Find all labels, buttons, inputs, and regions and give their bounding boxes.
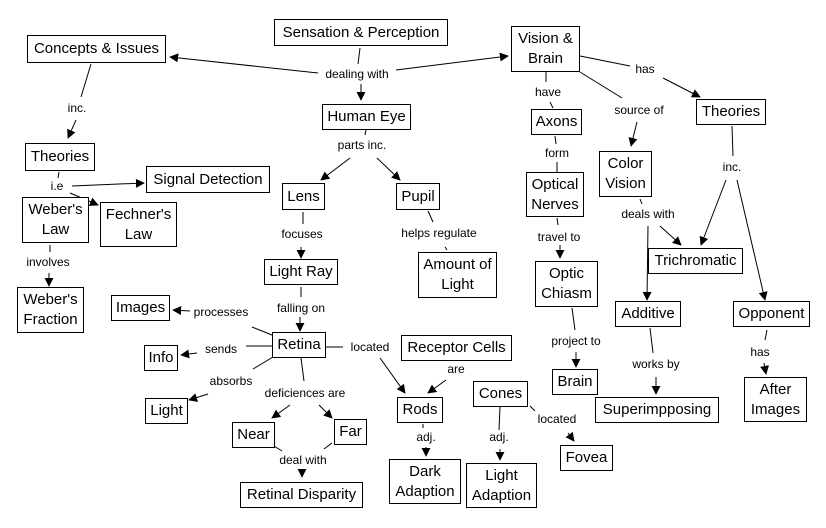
node-fovea[interactable]: Fovea	[560, 445, 613, 471]
node-vision-brain[interactable]: Vision & Brain	[511, 26, 580, 72]
node-near[interactable]: Near	[232, 422, 275, 448]
node-retina[interactable]: Retina	[272, 332, 326, 358]
link-source-of: source of	[612, 103, 666, 117]
node-rods[interactable]: Rods	[397, 397, 443, 423]
link-form: form	[543, 146, 571, 160]
link-sends: sends	[202, 342, 240, 356]
node-signal-detection[interactable]: Signal Detection	[146, 166, 270, 193]
link-have: have	[532, 85, 564, 99]
link-ie: i.e	[48, 179, 66, 193]
node-light-ray[interactable]: Light Ray	[264, 259, 338, 285]
link-deficiences-are: deficiences are	[262, 386, 348, 400]
node-lens[interactable]: Lens	[282, 183, 325, 210]
node-superimposing[interactable]: Superimpposing	[595, 397, 719, 423]
link-inc-right: inc.	[720, 160, 744, 174]
link-deal-with: deal with	[277, 453, 329, 467]
node-after-images[interactable]: After Images	[744, 377, 807, 422]
node-amount-of-light[interactable]: Amount of Light	[418, 252, 497, 298]
node-images[interactable]: Images	[111, 295, 170, 321]
link-adj-cones: adj.	[487, 430, 511, 444]
node-cones[interactable]: Cones	[473, 381, 528, 407]
node-theories-left[interactable]: Theories	[25, 143, 95, 171]
link-travel-to: travel to	[535, 230, 583, 244]
node-dark-adaption[interactable]: Dark Adaption	[389, 459, 461, 504]
node-light-adaption[interactable]: Light Adaption	[466, 463, 537, 508]
node-retinal-disparity[interactable]: Retinal Disparity	[240, 482, 363, 508]
link-falling-on: falling on	[274, 301, 328, 315]
node-trichromatic[interactable]: Trichromatic	[648, 248, 743, 274]
link-project-to: project to	[549, 334, 603, 348]
link-parts-inc: parts inc.	[335, 138, 389, 152]
node-optical-nerves[interactable]: Optical Nerves	[526, 172, 584, 217]
link-are: are	[445, 362, 467, 376]
node-additive[interactable]: Additive	[615, 301, 681, 327]
node-concepts-issues[interactable]: Concepts & Issues	[27, 35, 166, 63]
link-deals-with: deals with	[619, 207, 677, 221]
node-far[interactable]: Far	[334, 419, 367, 445]
link-helps-regulate: helps regulate	[399, 226, 479, 240]
link-involves: involves	[24, 255, 72, 269]
link-inc-left: inc.	[65, 101, 89, 115]
node-webers-fraction[interactable]: Weber's Fraction	[17, 287, 84, 333]
node-opponent[interactable]: Opponent	[733, 301, 810, 327]
node-optic-chiasm[interactable]: Optic Chiasm	[535, 261, 598, 307]
node-light[interactable]: Light	[145, 398, 188, 424]
node-fechners-law[interactable]: Fechner's Law	[100, 202, 177, 247]
node-theories-right[interactable]: Theories	[696, 99, 766, 125]
node-receptor-cells[interactable]: Receptor Cells	[401, 335, 512, 361]
link-processes: processes	[191, 305, 251, 319]
node-pupil[interactable]: Pupil	[396, 183, 440, 210]
link-adj-rods: adj.	[414, 430, 438, 444]
node-human-eye[interactable]: Human Eye	[322, 104, 411, 130]
link-dealing-with: dealing with	[323, 67, 391, 81]
node-sensation-perception[interactable]: Sensation & Perception	[274, 19, 448, 46]
link-focuses: focuses	[279, 227, 325, 241]
link-absorbs: absorbs	[207, 374, 255, 388]
node-webers-law[interactable]: Weber's Law	[22, 197, 89, 243]
node-axons[interactable]: Axons	[531, 109, 582, 135]
link-has-opponent: has	[748, 345, 772, 359]
link-located-retina: located	[348, 340, 392, 354]
link-works-by: works by	[630, 357, 682, 371]
link-has-vision-brain: has	[633, 62, 657, 76]
node-info[interactable]: Info	[144, 345, 178, 371]
node-color-vision[interactable]: Color Vision	[599, 151, 652, 197]
link-located-cones: located	[535, 412, 579, 426]
node-brain[interactable]: Brain	[552, 369, 598, 395]
